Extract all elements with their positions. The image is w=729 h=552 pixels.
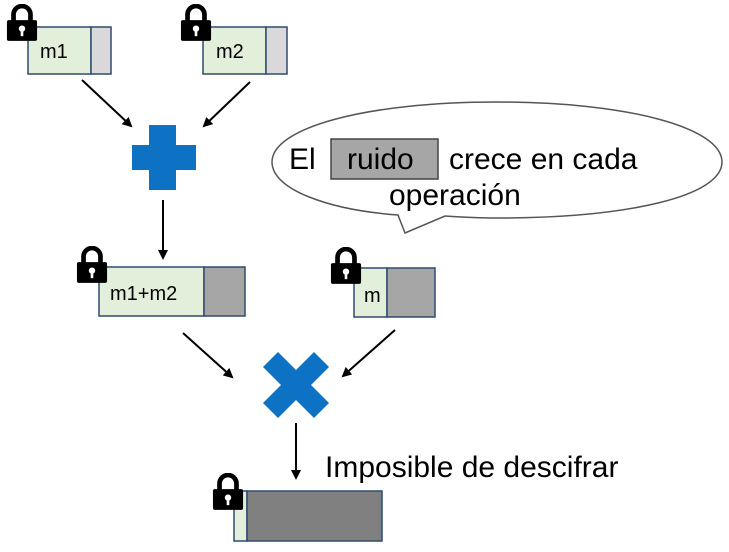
arrow-sum-to-times (182, 332, 234, 379)
noise-block-small (90, 26, 112, 75)
ciphertext-m1: m1 (7, 6, 112, 75)
arrow-m-to-times (341, 329, 396, 378)
arrow-m1-to-plus (81, 79, 133, 128)
callout-suffix: crece en cada (449, 143, 638, 176)
ciphertext-label-m1: m1 (40, 41, 68, 63)
callout-line2: operación (389, 179, 521, 212)
lock-icon (331, 249, 361, 284)
noise-block-small (265, 26, 288, 75)
ciphertext-m: m (331, 249, 436, 318)
ciphertext-final (213, 475, 383, 542)
lock-icon (213, 475, 243, 510)
arrow-m2-to-plus (202, 81, 251, 128)
ciphertext-label-sum: m1+m2 (110, 283, 177, 305)
ciphertext-label-m: m (364, 285, 381, 307)
times-icon (263, 352, 329, 418)
lock-icon (181, 6, 211, 41)
ciphertext-sum: m1+m2 (77, 248, 246, 317)
callout-prefix: El (289, 143, 316, 176)
lock-icon (77, 248, 107, 283)
result-text: Imposible de descifrar (325, 451, 618, 484)
lock-icon (7, 6, 37, 41)
plus-icon (132, 125, 196, 190)
noise-block-medium (203, 266, 246, 317)
speech-bubble: El ruido crece en cada operación (271, 101, 723, 234)
noise-highlight-box (330, 138, 439, 180)
ciphertext-m2: m2 (181, 6, 288, 75)
noise-block-large (246, 490, 383, 542)
noise-block-medium (386, 267, 436, 318)
ciphertext-label-m2: m2 (216, 41, 244, 63)
callout-highlight: ruido (347, 143, 414, 176)
